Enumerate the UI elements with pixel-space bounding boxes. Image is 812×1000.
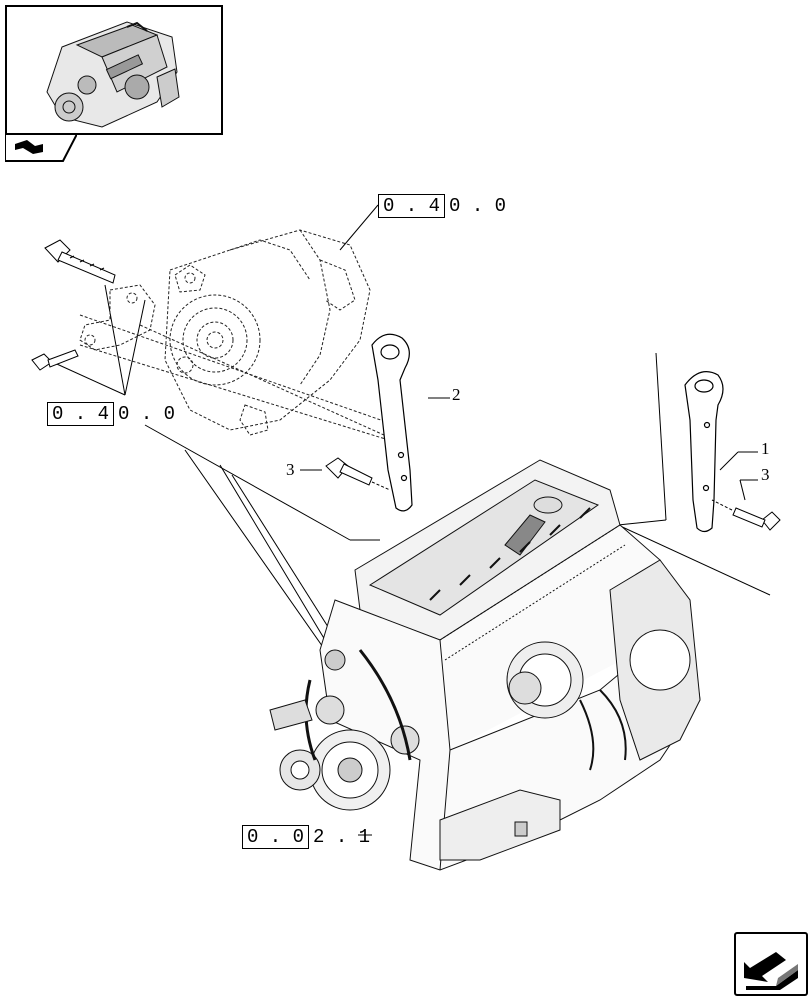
engine-assembly [269,459,701,871]
part-1-bracket [684,371,724,533]
callout-3-right: 3 [761,465,770,484]
alternator-bracket [79,284,156,351]
page-tab[interactable] [4,133,79,167]
engine-thumbnail-icon [46,21,180,128]
leader-lines [47,204,771,836]
reference-left-boxed: 0 . 4 [47,402,115,426]
reference-left-rest: 0 . 0 [118,403,176,425]
left-long-bolt [44,239,116,284]
alternator [79,229,406,446]
callout-2: 2 [452,385,461,404]
part-3-bolt-left [325,457,391,491]
page-tab-icon [4,133,79,162]
next-page-arrow-icon [744,952,798,990]
reference-bottom-rest: 2 . 1 [313,826,371,848]
reference-top-boxed: 0 . 4 [378,194,446,218]
part-3-bolt-right [711,499,781,531]
callout-1: 1 [761,439,770,458]
reference-bottom[interactable]: 0 . 0 2 . 1 [242,825,370,849]
next-page-button[interactable] [734,932,808,996]
reference-bottom-boxed: 0 . 0 [242,825,310,849]
reference-left[interactable]: 0 . 4 0 . 0 [47,402,175,426]
left-short-bolt [31,349,79,371]
reference-top[interactable]: 0 . 4 0 . 0 [378,194,506,218]
part-2-bracket [371,333,413,512]
reference-top-rest: 0 . 0 [449,195,507,217]
callout-3-left: 3 [286,460,295,479]
engine-thumbnail[interactable] [5,5,223,135]
